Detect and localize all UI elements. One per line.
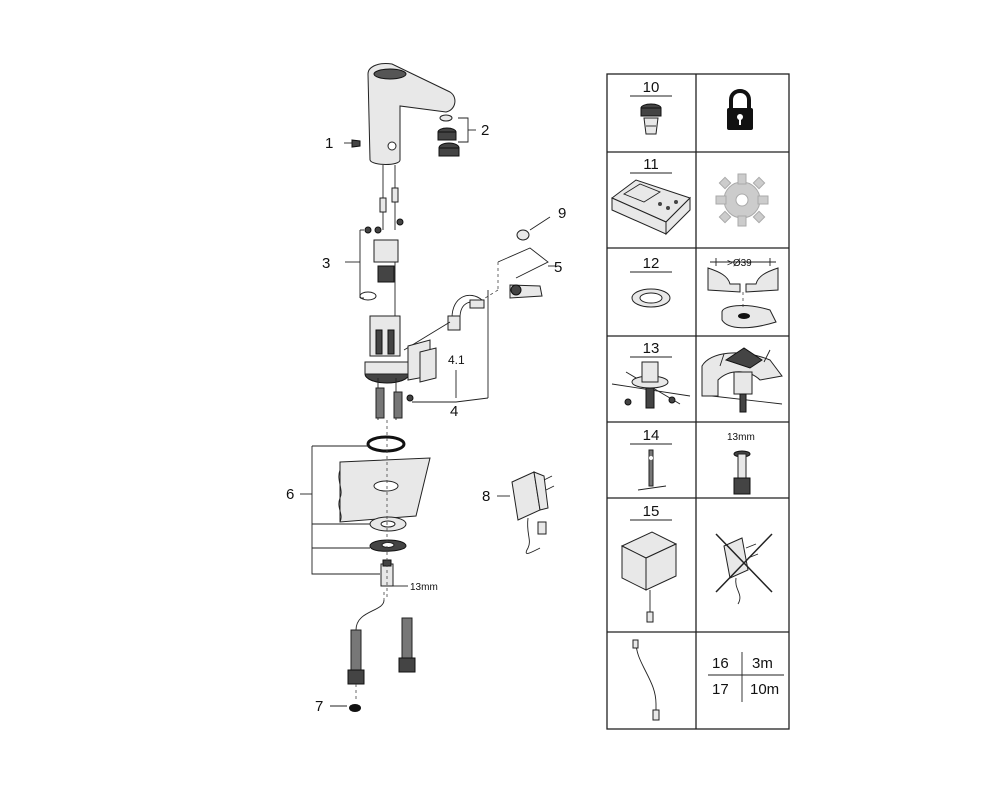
solenoid-valve-stack xyxy=(345,218,404,340)
row-10-number: 10 xyxy=(643,79,660,96)
row-16-17: 16 3m 17 10m xyxy=(632,639,784,721)
upper-hoses xyxy=(375,387,403,419)
sink-cutout-icon: >Ø39 xyxy=(707,258,779,329)
row-12-number: 12 xyxy=(643,255,660,272)
row-11: 11 xyxy=(611,156,769,236)
remote-control-icon xyxy=(611,179,691,236)
socket-wrench-icon xyxy=(637,449,667,491)
hose-filter xyxy=(330,704,361,712)
faucet-body xyxy=(367,63,456,230)
callout-8: 8 xyxy=(482,488,490,505)
row-11-number: 11 xyxy=(643,156,659,173)
callout-9: 9 xyxy=(558,205,566,222)
row-13: 13 xyxy=(611,340,783,413)
mounting-set xyxy=(300,420,431,600)
callout-4-1: 4.1 xyxy=(448,353,465,367)
callout-3: 3 xyxy=(322,255,330,272)
no-adapter-icon xyxy=(715,533,773,605)
wrench-size-label: 13mm xyxy=(410,582,438,593)
cable-17-length: 10m xyxy=(750,681,779,698)
power-adapter xyxy=(497,471,555,554)
row-13-number: 13 xyxy=(643,340,660,357)
callout-6: 6 xyxy=(286,486,294,503)
row-12-dimension: >Ø39 xyxy=(727,258,752,269)
battery-box-icon xyxy=(620,531,678,623)
callout-1: 1 xyxy=(325,135,333,152)
accessory-table: 10 11 xyxy=(606,73,790,730)
row-14-wrench-size: 13mm xyxy=(727,432,755,443)
mounting-installation-icon xyxy=(701,347,783,413)
lever-assembly xyxy=(403,216,556,351)
exploded-view: 1 2 3 xyxy=(286,63,566,715)
row-10: 10 xyxy=(630,79,753,135)
cable-17-number: 17 xyxy=(712,681,729,698)
row-15-number: 15 xyxy=(643,503,660,520)
cable-icon xyxy=(632,639,660,721)
cable-16-length: 3m xyxy=(752,655,773,672)
row-15: 15 xyxy=(620,503,773,623)
callout-4: 4 xyxy=(450,403,458,420)
lower-hoses xyxy=(347,592,416,700)
gear-icon xyxy=(715,173,769,227)
lock-icon xyxy=(727,89,753,130)
cable-16-number: 16 xyxy=(712,655,729,672)
row-14: 14 13mm xyxy=(630,427,755,495)
aerator-parts xyxy=(437,114,476,157)
callout-5: 5 xyxy=(554,259,562,276)
washer-icon xyxy=(631,288,671,308)
wrench-tool-icon xyxy=(733,450,751,495)
callout-7: 7 xyxy=(315,698,323,715)
mounting-tool-icon xyxy=(611,361,691,409)
callout-2: 2 xyxy=(481,122,489,139)
aerator-cartridge-icon xyxy=(640,103,662,135)
row-14-number: 14 xyxy=(643,427,660,444)
row-12: 12 >Ø39 xyxy=(630,255,779,329)
side-screw xyxy=(344,139,361,148)
